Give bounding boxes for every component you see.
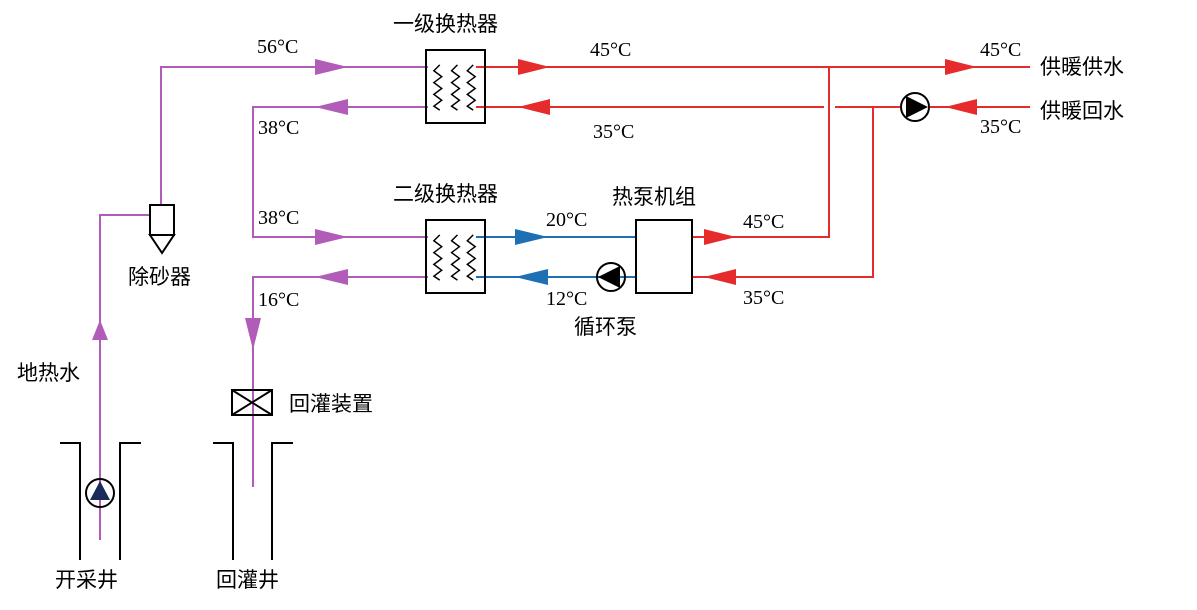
label-return: 供暖回水 [1040,99,1124,123]
flow-arrow [315,59,348,75]
temp-16: 16°C [258,289,299,311]
hp-supply-riser [692,67,830,238]
reinjection-device [231,389,273,416]
desander [148,204,176,255]
reinjection-well [213,442,293,560]
temp-12: 12°C [546,288,587,310]
label-reinjection-device: 回灌装置 [289,392,373,416]
label-hx1: 一级换热器 [393,12,498,36]
temp-45-supply: 45°C [980,39,1021,61]
flow-arrow [704,269,736,285]
heating-return-pump [900,92,930,122]
heating-piping [476,66,1030,278]
temp-56: 56°C [257,36,298,58]
geothermal-flow-arrows [92,59,348,350]
circulation-pump [596,262,626,292]
flow-arrow [704,229,736,245]
label-reinjection-well: 回灌井 [216,568,279,592]
flow-arrow [515,229,548,245]
temp-35-hp: 35°C [743,287,784,309]
well-pump [85,478,115,508]
flow-arrow [315,269,348,285]
geo-pipe-well-to-desander [99,214,150,540]
temp-20: 20°C [546,209,587,231]
flow-arrow [515,269,548,285]
label-desander: 除砂器 [128,265,191,289]
flow-arrow [945,99,977,115]
flow-arrow [92,320,108,340]
temp-35-hx1: 35°C [593,121,634,143]
flow-arrow [245,318,261,350]
label-production-well: 开采井 [55,568,118,592]
temp-35-return: 35°C [980,116,1021,138]
flow-arrow [315,99,348,115]
flow-arrow [315,229,348,245]
heating-flow-arrows [518,59,977,285]
label-geo-water: 地热水 [17,361,80,385]
label-hx2: 二级换热器 [393,182,498,206]
temp-45-hx1: 45°C [590,39,631,61]
hp-return-riser [692,107,874,278]
temp-45-hp: 45°C [743,211,784,233]
label-supply: 供暖供水 [1040,55,1124,79]
geo-pipe-hx2-to-reinjection [252,276,428,487]
temp-38-mid: 38°C [258,207,299,229]
flow-arrow [945,59,977,75]
flow-arrow [518,99,550,115]
label-heat-pump: 热泵机组 [612,185,696,209]
heat-exchanger-1 [425,49,486,124]
temp-38-top: 38°C [258,117,299,139]
flow-arrow [518,59,550,75]
production-well [60,442,141,560]
heat-exchanger-2 [425,219,486,294]
heat-pump-unit [635,219,693,294]
label-circ-pump: 循环泵 [574,315,637,339]
